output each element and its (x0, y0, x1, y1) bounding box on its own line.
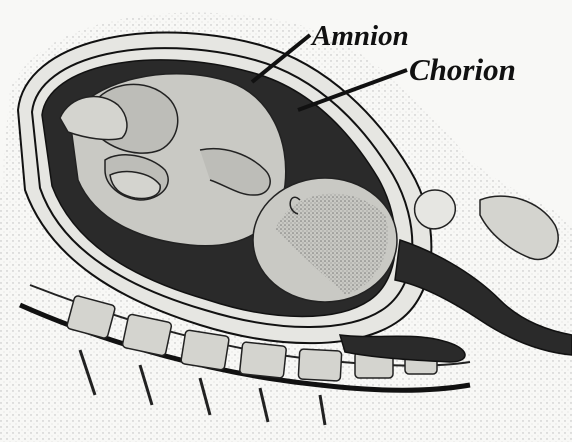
vertebra (239, 342, 286, 378)
vertebra (298, 349, 342, 381)
bladder (415, 190, 456, 229)
amnion-label: Amnion (312, 22, 409, 51)
chorion-label: Chorion (409, 54, 516, 85)
vertebra (181, 330, 230, 370)
